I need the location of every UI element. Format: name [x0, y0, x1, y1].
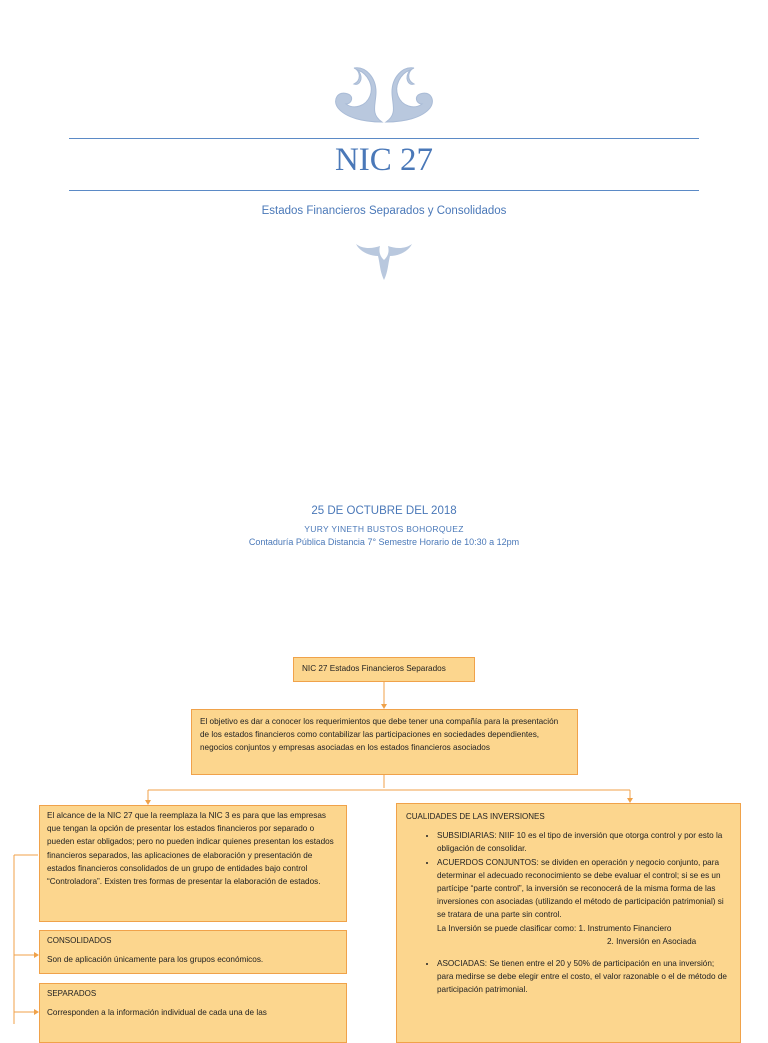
map-root-text: NIC 27 Estados Financieros Separados [302, 664, 446, 673]
objective-text: El objetivo es dar a conocer los requeri… [200, 717, 559, 753]
cover-author: YURY YINETH BUSTOS BOHORQUEZ [304, 524, 464, 534]
qualities-box: CUALIDADES DE LAS INVERSIONES SUBSIDIARI… [396, 803, 741, 1043]
consolidated-text: Son de aplicación únicamente para los gr… [47, 955, 264, 965]
cover-program: Contaduría Pública Distancia 7° Semestre… [248, 537, 520, 547]
classification-line-2: 2. Inversión en Asociada [607, 936, 697, 946]
consolidated-box: CONSOLIDADOS Son de aplicación únicament… [39, 930, 347, 974]
classification-line: La Inversión se puede clasificar como: 1… [437, 923, 672, 933]
list-item: SUBSIDIARIAS: NIIF 10 es el tipo de inve… [437, 829, 731, 855]
scope-text: El alcance de la NIC 27 que la reemplaza… [47, 811, 334, 887]
separate-heading: SEPARADOS [47, 989, 97, 998]
list-item: ACUERDOS CONJUNTOS: se dividen en operac… [437, 856, 731, 922]
qualities-list-2: ASOCIADAS: Se tienen entre el 20 y 50% d… [406, 957, 731, 997]
page-subtitle: Estados Financieros Separados y Consolid… [261, 205, 507, 217]
page-title: NIC 27 [334, 142, 434, 178]
qualities-heading: CUALIDADES DE LAS INVERSIONES [406, 812, 545, 821]
scope-box: El alcance de la NIC 27 que la reemplaza… [39, 805, 347, 922]
fleur-ornament-icon [356, 244, 412, 280]
floral-ornament-icon [335, 67, 433, 123]
top-rule [69, 138, 699, 139]
bottom-rule [69, 190, 699, 191]
objective-box: El objetivo es dar a conocer los requeri… [191, 709, 578, 775]
list-item: ASOCIADAS: Se tienen entre el 20 y 50% d… [437, 957, 731, 997]
map-root-box: NIC 27 Estados Financieros Separados [293, 657, 475, 682]
separate-text: Corresponden a la información individual… [47, 1008, 267, 1018]
qualities-list: SUBSIDIARIAS: NIIF 10 es el tipo de inve… [406, 829, 731, 921]
consolidated-heading: CONSOLIDADOS [47, 936, 112, 945]
separate-box: SEPARADOS Corresponden a la información … [39, 983, 347, 1043]
cover-date: 25 DE OCTUBRE DEL 2018 [311, 505, 457, 517]
